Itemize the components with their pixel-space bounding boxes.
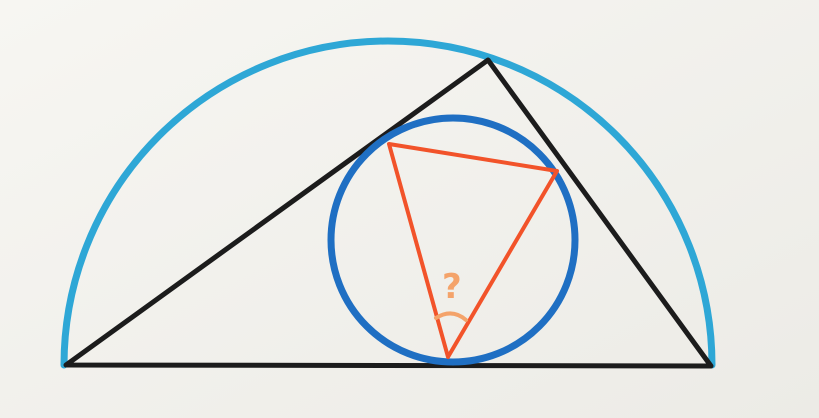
outer-triangle: [63, 57, 714, 369]
contact-triangle: [387, 142, 559, 359]
unknown-angle-label: ?: [442, 267, 462, 307]
inscribed-circle: [327, 114, 579, 366]
angle-arc: [434, 311, 468, 322]
semicircle: [60, 37, 716, 369]
